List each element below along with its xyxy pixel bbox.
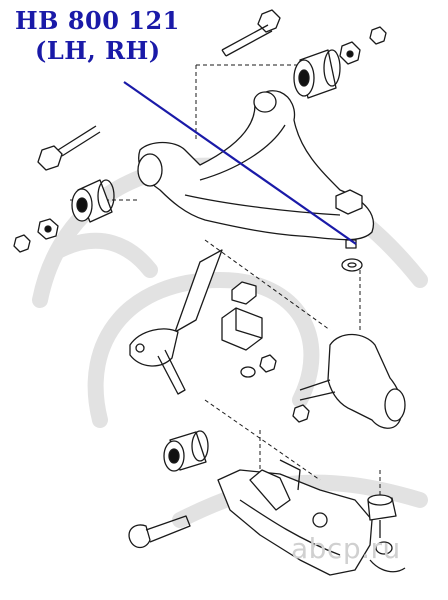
pointer-line bbox=[123, 81, 357, 245]
left-bolt bbox=[37, 125, 101, 171]
upper-control-arm bbox=[137, 90, 374, 241]
left-bushing bbox=[71, 179, 115, 223]
rubber-mount bbox=[221, 281, 277, 378]
ball-joint-washer bbox=[341, 239, 363, 272]
lower-bushing bbox=[163, 430, 209, 472]
lower-control-arm bbox=[217, 459, 373, 576]
part-side: (LH, RH) bbox=[35, 36, 161, 65]
top-bolt bbox=[221, 9, 281, 57]
part-label: HB 800 121 (LH, RH) bbox=[15, 6, 180, 66]
left-washers bbox=[13, 218, 59, 253]
upper-bushing bbox=[293, 49, 341, 99]
steering-knuckle bbox=[292, 333, 406, 429]
lower-ball-joint bbox=[367, 494, 406, 573]
diagram-parts bbox=[13, 9, 406, 576]
washer-top bbox=[339, 26, 387, 65]
watermark-text: abcp.ru bbox=[291, 532, 401, 565]
leader-lines bbox=[70, 64, 381, 500]
strut-rod bbox=[129, 249, 223, 395]
part-number: HB 800 121 bbox=[15, 6, 180, 35]
lower-bolt bbox=[128, 515, 191, 549]
